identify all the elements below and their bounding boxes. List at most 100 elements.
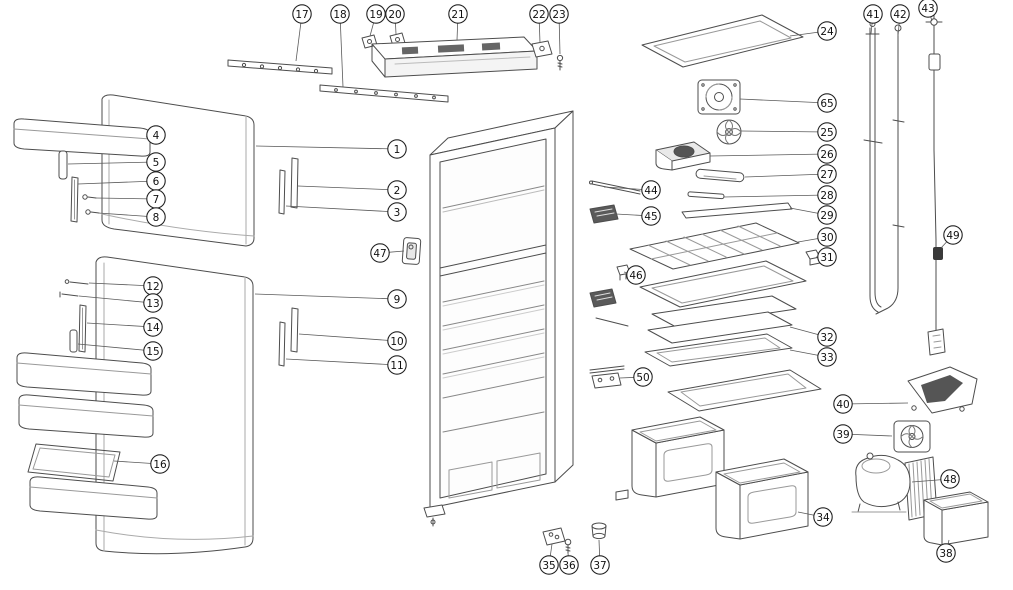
part-damper-rod-44 — [589, 180, 641, 195]
callout-number: 7 — [153, 194, 160, 206]
callout-circle — [292, 4, 312, 24]
leader-line-25 — [740, 130, 828, 133]
callout-circle — [641, 206, 661, 226]
callout-number: 32 — [820, 332, 833, 344]
callout-42: 42 — [890, 4, 910, 24]
callout-number: 42 — [893, 9, 906, 21]
callout-15: 15 — [143, 341, 163, 361]
part-bottom-hinge — [423, 504, 446, 527]
callout-number: 30 — [820, 232, 833, 244]
leader-line-11 — [285, 358, 398, 366]
leader-line-28 — [723, 194, 828, 198]
callout-49: 49 — [943, 225, 963, 245]
callout-4: 4 — [146, 125, 166, 145]
callout-21: 21 — [448, 4, 468, 24]
callout-circle — [817, 93, 837, 113]
callout-33: 33 — [817, 347, 837, 367]
callout-6: 6 — [146, 171, 166, 191]
callout-number: 28 — [820, 190, 833, 202]
callout-circle — [387, 202, 407, 222]
part-shelf-frame-33 — [644, 333, 793, 367]
callout-number: 26 — [820, 149, 834, 161]
callout-43: 43 — [918, 0, 938, 18]
callout-7: 7 — [146, 189, 166, 209]
leader-line-7 — [95, 197, 157, 200]
callout-39: 39 — [833, 424, 853, 444]
callout-circle — [146, 207, 166, 227]
callout-number: 46 — [629, 270, 643, 282]
callout-circle — [863, 4, 883, 24]
callout-circle — [817, 347, 837, 367]
part-crisper-cover — [667, 369, 822, 412]
callout-circle — [943, 225, 963, 245]
leader-line-65 — [739, 98, 828, 104]
leader-line-10 — [298, 333, 398, 342]
part-screw-36 — [564, 538, 572, 554]
part-door-bin-upper — [16, 352, 152, 396]
callout-18: 18 — [330, 4, 350, 24]
part-cover-plate-22 — [531, 40, 553, 58]
callout-circle — [633, 367, 653, 387]
part-pin-13 — [59, 291, 79, 298]
callout-9: 9 — [387, 289, 407, 309]
part-rod-28 — [687, 191, 725, 200]
part-freezer-door-bin — [13, 118, 151, 157]
leader-line-14 — [86, 322, 154, 328]
callout-number: 22 — [532, 9, 545, 21]
callout-24: 24 — [817, 21, 837, 41]
part-drain-pipe-43 — [925, 13, 946, 356]
callout-circle — [813, 507, 833, 527]
callout-circle — [590, 555, 610, 575]
part-middle-hinge-47 — [401, 237, 422, 265]
callout-number: 14 — [146, 322, 160, 334]
part-rod-mid — [595, 317, 629, 327]
part-screw-8 — [85, 209, 100, 215]
callout-number: 39 — [836, 429, 849, 441]
leader-line-3 — [285, 205, 398, 213]
part-fan-grille-65 — [697, 79, 741, 115]
callout-circle — [143, 341, 163, 361]
callout-circle — [387, 289, 407, 309]
part-damper-27 — [695, 168, 745, 183]
leader-line-27 — [744, 173, 828, 178]
callout-26: 26 — [817, 144, 837, 164]
callout-circle — [150, 454, 170, 474]
callout-number: 4 — [153, 130, 160, 142]
callout-number: 24 — [820, 26, 834, 38]
callout-22: 22 — [529, 4, 549, 24]
callout-circle — [366, 4, 386, 24]
callout-circle — [833, 424, 853, 444]
callout-48: 48 — [940, 469, 960, 489]
callout-number: 36 — [562, 560, 576, 572]
leader-line-15 — [77, 343, 154, 352]
callout-circle — [833, 394, 853, 414]
callout-number: 35 — [542, 560, 555, 572]
callout-circle — [559, 555, 579, 575]
callout-circle — [529, 4, 549, 24]
part-cabinet — [429, 110, 574, 509]
callout-number: 34 — [816, 512, 830, 524]
callout-number: 41 — [866, 9, 879, 21]
callout-number: 5 — [153, 157, 160, 169]
callout-17: 17 — [292, 4, 312, 24]
callout-36: 36 — [559, 555, 579, 575]
callout-number: 20 — [388, 9, 401, 21]
part-rear-foot — [615, 489, 629, 501]
callout-3: 3 — [387, 202, 407, 222]
callout-14: 14 — [143, 317, 163, 337]
callout-47: 47 — [370, 243, 390, 263]
callout-circle — [817, 227, 837, 247]
callout-circle — [387, 180, 407, 200]
callout-circle — [918, 0, 938, 18]
callout-46: 46 — [626, 265, 646, 285]
part-compressor-48 — [851, 452, 911, 513]
callout-number: 16 — [153, 459, 167, 471]
callout-circle — [387, 139, 407, 159]
part-trim-15 — [69, 329, 78, 353]
callout-number: 37 — [593, 560, 606, 572]
callout-25: 25 — [817, 122, 837, 142]
leader-line-6 — [77, 180, 157, 185]
callout-circle — [549, 4, 569, 24]
callout-38: 38 — [936, 543, 956, 563]
